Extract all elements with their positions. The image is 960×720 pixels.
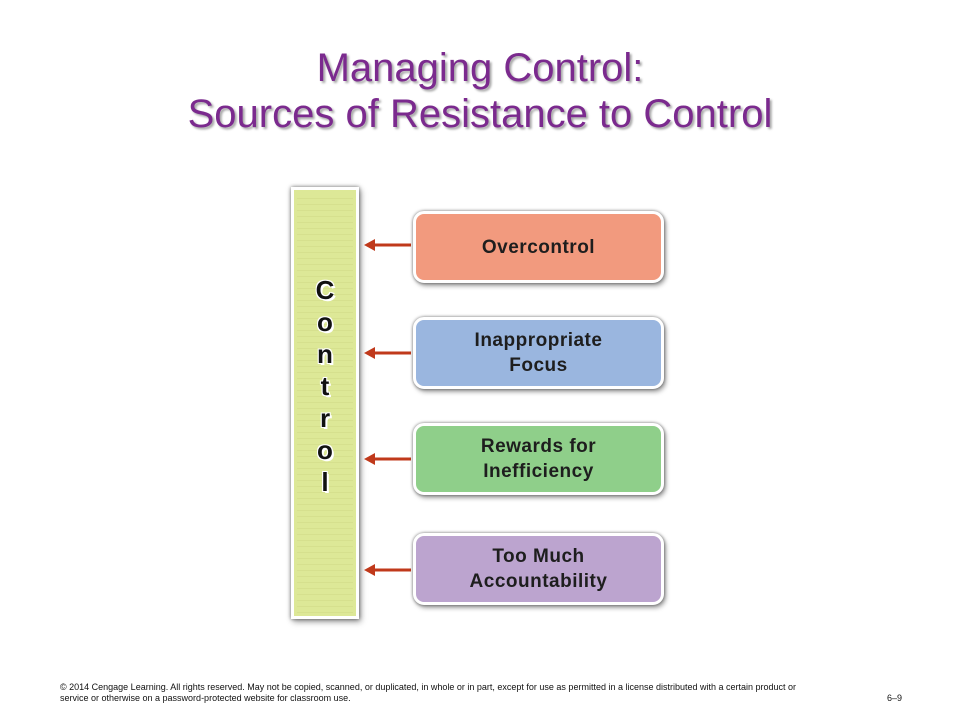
control-bar: C o n t r o l <box>291 187 359 619</box>
page-number: 6–9 <box>887 693 903 703</box>
slide-title-line-2: Sources of Resistance to Control <box>187 92 773 136</box>
source-box-overcontrol: Overcontrol <box>413 211 664 283</box>
slide-title-line-1: Managing Control: <box>316 46 644 90</box>
arrow-left-icon <box>364 564 411 576</box>
control-letter: C <box>315 275 335 305</box>
arrow-left-icon <box>364 453 411 465</box>
source-box-inappropriate-focus: Inappropriate Focus <box>413 317 664 389</box>
control-letter: n <box>317 339 333 369</box>
arrow-left-icon <box>364 347 411 359</box>
control-letter: o <box>317 307 333 337</box>
control-letter: o <box>317 435 333 465</box>
control-letter: r <box>319 403 331 433</box>
source-box-too-much-accountability: Too Much Accountability <box>413 533 664 605</box>
source-label: Overcontrol <box>481 236 596 258</box>
control-letter: l <box>321 467 329 497</box>
source-label: Too Much Accountability <box>469 546 608 592</box>
control-bar-texture <box>297 193 353 613</box>
source-box-rewards-for-inefficiency: Rewards for Inefficiency <box>413 423 664 495</box>
source-label: Rewards for Inefficiency <box>480 436 597 482</box>
control-label: C o n t r o l <box>294 274 356 498</box>
control-letter: t <box>320 371 330 401</box>
source-label: Inappropriate Focus <box>474 330 603 376</box>
copyright-notice: © 2014 Cengage Learning. All rights rese… <box>60 682 797 703</box>
arrow-left-icon <box>364 239 411 251</box>
